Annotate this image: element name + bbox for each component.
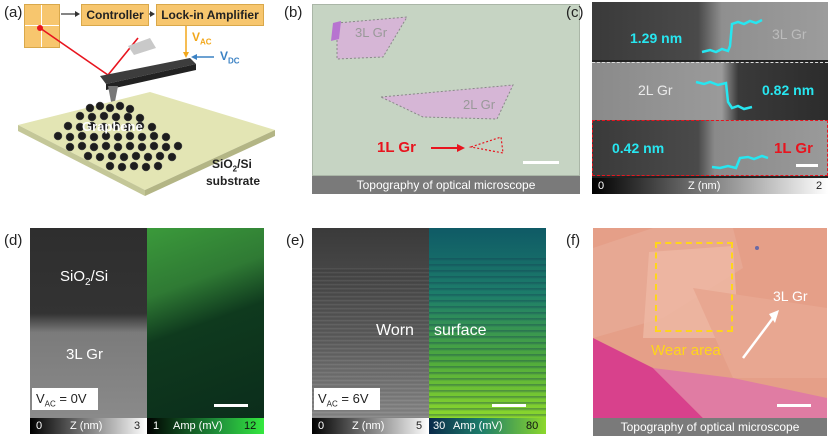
- colorbar-label: Z (nm): [688, 180, 721, 192]
- scale-bar-c: [796, 164, 818, 167]
- panel-label-a: (a): [4, 4, 23, 21]
- layer-3l-label: 3L Gr: [772, 26, 807, 42]
- afm-image-c: 1.29 nm 3L Gr 2L Gr 0.82 nm 0.42 nm 1L G…: [592, 2, 828, 194]
- caption-f: Topography of optical microscope: [593, 418, 827, 436]
- flake-1l-label: 1L Gr: [377, 139, 416, 156]
- layer-2l-label: 2L Gr: [638, 82, 673, 98]
- controller-box: Controller: [81, 4, 149, 26]
- colorbar-z-c: [592, 178, 828, 194]
- graphene-lattice: [53, 101, 183, 172]
- worn-label: Worn: [376, 322, 414, 339]
- colorbar-z-min-e: 0: [318, 420, 325, 432]
- vac-box-e: VAC = 6V: [314, 388, 380, 410]
- panel-label-f: (f): [566, 232, 581, 249]
- vac-value-e: VAC = 6V: [318, 391, 369, 409]
- step-height-2l: 0.82 nm: [762, 82, 815, 98]
- substrate-label-line2: substrate: [206, 174, 261, 188]
- flake-outlines: [331, 16, 514, 154]
- colorbar-z-min-d: 0: [36, 420, 43, 432]
- height-profiles: [695, 18, 769, 170]
- optical-image-b: 3L Gr 2L Gr 1L Gr: [312, 4, 580, 176]
- colorbar-z-max-d: 3: [134, 420, 141, 432]
- vdc-label: VDC: [220, 49, 240, 66]
- pointer-arrow-f: [742, 310, 779, 359]
- colorbar-amp-e: [429, 418, 546, 434]
- colorbar-z-e: [312, 418, 429, 434]
- afm-image-e: Worn surface VAC = 6V 0 Z (nm) 5 30 Amp …: [312, 228, 546, 434]
- step-height-3l: 1.29 nm: [630, 30, 683, 46]
- layer-1l-label: 1L Gr: [774, 140, 813, 157]
- flake-3l-label: 3L Gr: [355, 25, 388, 40]
- panel-label-c: (c): [566, 4, 584, 21]
- caption-b: Topography of optical microscope: [312, 176, 580, 194]
- vac-value-d: VAC = 0V: [36, 391, 87, 409]
- surface-label: surface: [434, 322, 487, 339]
- colorbar-z-label-e: Z (nm): [352, 420, 385, 432]
- 3l-gr-label-d: 3L Gr: [66, 346, 103, 363]
- colorbar-z-label-d: Z (nm): [70, 420, 103, 432]
- vac-label: VAC: [192, 30, 212, 47]
- colorbar-amp-label-e: Amp (mV): [453, 420, 503, 432]
- scale-bar-f: [777, 404, 811, 407]
- colorbar-max: 2: [816, 180, 823, 192]
- scale-bar-d: [214, 404, 248, 407]
- colorbar-amp-max-d: 12: [244, 420, 257, 432]
- optical-image-f: Wear area 3L Gr: [593, 228, 827, 418]
- step-height-1l: 0.42 nm: [612, 140, 665, 156]
- colorbar-amp-min-e: 30: [433, 420, 446, 432]
- colorbar-amp-min-d: 1: [153, 420, 160, 432]
- flake-2l-label: 2L Gr: [463, 97, 496, 112]
- vac-box-d: VAC = 0V: [32, 388, 98, 410]
- colorbar-z-max-e: 5: [416, 420, 423, 432]
- scale-bar: [523, 161, 559, 164]
- panel-label-e: (e): [286, 232, 305, 249]
- scale-bar-e: [492, 404, 526, 407]
- lockin-box: Lock-in Amplifier: [156, 4, 264, 26]
- colorbar-min: 0: [598, 180, 605, 192]
- colorbar-amp-max-e: 80: [526, 420, 539, 432]
- colorbar-amp-label-d: Amp (mV): [173, 420, 223, 432]
- afm-image-d: SiO2/Si 3L Gr VAC = 0V 0 Z (nm) 3 1 Amp …: [30, 228, 264, 434]
- sio2-label: SiO2/Si: [60, 268, 109, 288]
- panel-label-d: (d): [4, 232, 23, 249]
- lockin-label: Lock-in Amplifier: [161, 8, 259, 22]
- substrate-label-line1: SiO2/Si: [212, 157, 252, 174]
- panel-label-b: (b): [284, 4, 303, 21]
- wear-area-label: Wear area: [651, 342, 721, 359]
- graphene-label: Graphene: [82, 119, 143, 134]
- colorbar-z-d: [30, 418, 147, 434]
- 3l-gr-label-f: 3L Gr: [773, 288, 808, 304]
- controller-label: Controller: [86, 8, 144, 22]
- wear-area-box: [655, 242, 733, 332]
- colorbar-amp-d: [147, 418, 264, 434]
